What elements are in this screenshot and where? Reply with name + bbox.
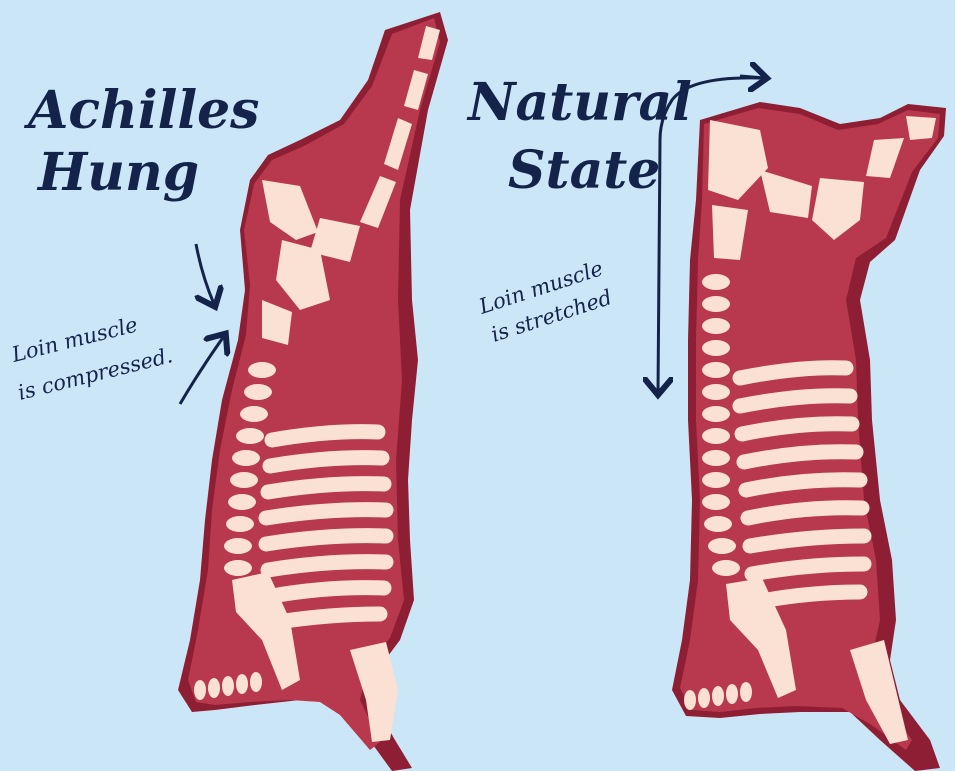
left-annotation: Achilles Hung Loin muscle is compressed. <box>8 80 259 405</box>
right-title-line2: State <box>508 140 660 201</box>
right-arrow-top <box>740 76 764 78</box>
left-arrow-down <box>196 244 214 304</box>
left-title-line1: Achilles <box>23 80 259 141</box>
left-arrow-up <box>180 336 224 404</box>
right-ribs <box>740 368 864 602</box>
right-title-line1: Natural <box>466 72 692 133</box>
left-title-line2: Hung <box>36 142 199 203</box>
right-carcass <box>672 102 946 771</box>
